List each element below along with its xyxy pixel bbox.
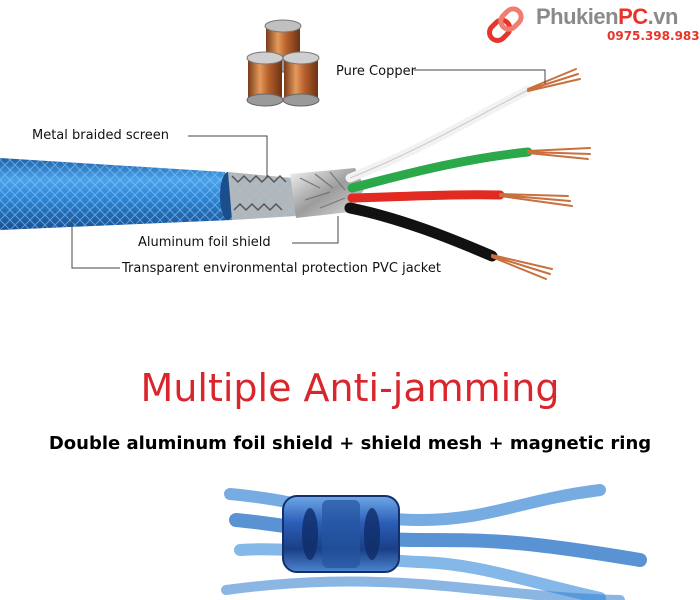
braided-screen	[228, 172, 296, 220]
magnetic-ring-cable	[221, 484, 647, 600]
pvc-jacket	[0, 158, 236, 230]
inner-wires	[344, 85, 533, 262]
label-braided-screen: Metal braided screen	[32, 128, 170, 143]
cable-diagram	[0, 68, 591, 280]
ferrite-core	[282, 495, 400, 573]
copper-spool-icon	[246, 19, 320, 107]
copper-strands	[491, 68, 591, 280]
headline: Multiple Anti-jamming	[140, 366, 560, 410]
label-foil-shield: Aluminum foil shield	[138, 235, 271, 250]
brand-phone: 0975.398.983	[607, 29, 700, 43]
label-pure-copper: Pure Copper	[336, 64, 416, 79]
link-icon	[487, 6, 524, 43]
subheadline: Double aluminum foil shield + shield mes…	[48, 433, 652, 454]
label-pvc-jacket: Transparent environmental protection PVC…	[122, 261, 441, 276]
brand-name: PhukienPC.vn	[536, 4, 678, 29]
leader-lines	[71, 69, 546, 269]
brand-logo[interactable]: PhukienPC.vn 0975.398.983	[482, 2, 700, 46]
